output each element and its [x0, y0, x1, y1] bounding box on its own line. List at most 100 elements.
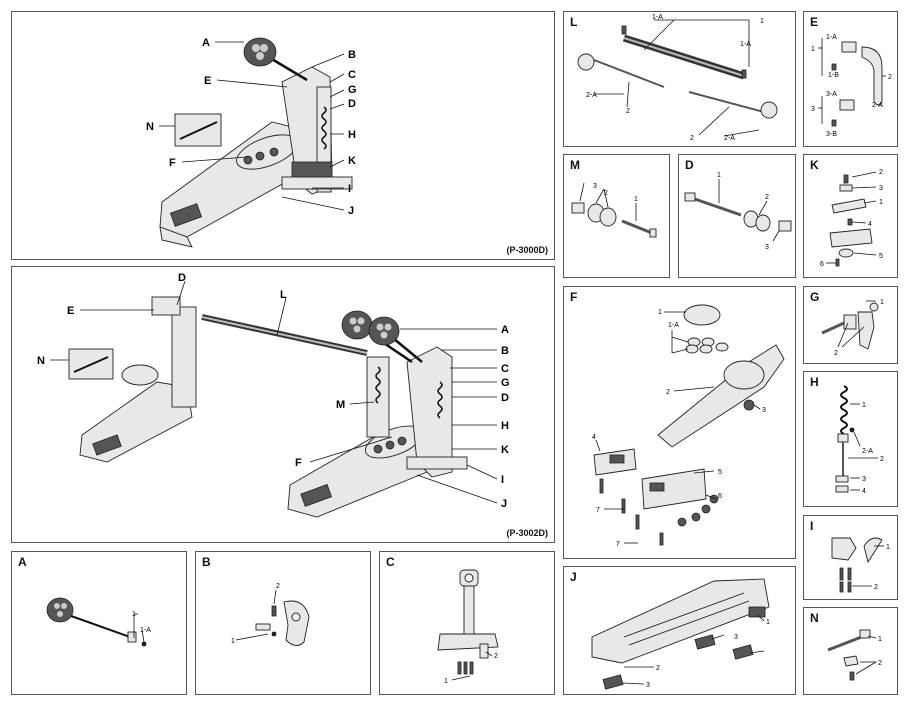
- part-3: 3: [811, 106, 815, 113]
- callout-B: B: [348, 49, 356, 61]
- part-6: 6: [820, 261, 824, 268]
- part-3-B: 3-B: [826, 131, 837, 138]
- callout-N: N: [146, 121, 154, 133]
- part-1: 1: [878, 636, 882, 643]
- detail-panel-A: A 1 1-A: [11, 551, 187, 695]
- panel-title: M: [570, 158, 580, 172]
- callout-D: D: [501, 392, 509, 404]
- callout-D-left: D: [178, 272, 186, 284]
- part-1: 1: [634, 196, 638, 203]
- part-5: 5: [718, 469, 722, 476]
- detail-panel-D: D 1 2 3: [678, 154, 796, 278]
- callout-B: B: [501, 345, 509, 357]
- part-1: 1: [132, 611, 136, 618]
- panel-title: J: [570, 570, 577, 584]
- panel-title: L: [570, 15, 578, 29]
- callout-F: F: [169, 157, 176, 169]
- part-1: 1: [231, 638, 235, 645]
- part-3: 3: [862, 476, 866, 483]
- detail-panel-J: J 1 3 2 3: [563, 566, 796, 695]
- part-1: 1: [811, 46, 815, 53]
- callout-L: L: [280, 289, 287, 301]
- callout-G: G: [348, 84, 357, 96]
- part-4: 4: [868, 221, 872, 228]
- callout-C: C: [501, 363, 509, 375]
- part-3: 3: [762, 407, 766, 414]
- callout-M: M: [336, 399, 345, 411]
- panel-title: K: [810, 158, 819, 172]
- detail-panel-G: G 1 2: [803, 286, 898, 364]
- detail-panel-H: H 1 2-A 2 3 4: [803, 371, 898, 507]
- part-2-A-lower: 2-A: [724, 135, 735, 142]
- part-2: 2: [626, 108, 630, 115]
- callout-G: G: [501, 377, 510, 389]
- part-2-A: 2-A: [586, 92, 597, 99]
- part-3-A: 3-A: [826, 91, 837, 98]
- part-3: 3: [593, 183, 597, 190]
- part-1-A: 1-A: [668, 322, 679, 329]
- panel-title: H: [810, 375, 819, 389]
- double-pedal-panel: D E L N A B C G M D H F K I J (P-3002D): [11, 266, 555, 543]
- part-1: 1: [886, 544, 890, 551]
- part-1: 1: [766, 619, 770, 626]
- part-1-A: 1-A: [826, 34, 837, 41]
- part-2-A: 2-A: [862, 448, 873, 455]
- part-2-lower: 2: [690, 135, 694, 142]
- panel-title: I: [810, 519, 814, 533]
- part-2: 2: [879, 169, 883, 176]
- panel-title: F: [570, 290, 578, 304]
- panel-title: C: [386, 555, 395, 569]
- panel-title: D: [685, 158, 694, 172]
- detail-panel-M: M 3 2 1: [563, 154, 670, 278]
- detail-panel-B: B 2 1: [195, 551, 371, 695]
- callout-D: D: [348, 98, 356, 110]
- part-4: 4: [862, 488, 866, 495]
- part-1: 1: [658, 309, 662, 316]
- callout-A: A: [501, 324, 509, 336]
- single-pedal-diagram: A B E C G D N H F K I J: [146, 37, 357, 248]
- part-2: 2: [888, 74, 892, 81]
- model-label: (P-3002D): [506, 528, 548, 538]
- callout-A: A: [202, 37, 210, 49]
- part-1-B: 1-B: [828, 72, 839, 79]
- part-2: 2: [874, 584, 878, 591]
- callout-E: E: [67, 305, 74, 317]
- panel-title: N: [810, 611, 819, 625]
- detail-panel-L: L 1-A 1 1-A 2-A 2 2 2-A: [563, 11, 796, 147]
- callout-J: J: [348, 205, 354, 217]
- part-3-lower: 3: [646, 682, 650, 689]
- part-7: 7: [596, 507, 600, 514]
- part-2: 2: [604, 190, 608, 197]
- part-6: 6: [718, 493, 722, 500]
- part-4: 4: [592, 434, 596, 441]
- callout-J: J: [501, 498, 507, 510]
- callout-C: C: [348, 69, 356, 81]
- detail-panel-E: E 1-A 1 1-B 2 2-A 3-A 3 3-B: [803, 11, 898, 147]
- part-2: 2: [656, 665, 660, 672]
- panel-title: A: [18, 555, 27, 569]
- part-3: 3: [765, 244, 769, 251]
- callout-E: E: [204, 75, 211, 87]
- part-2: 2: [834, 350, 838, 357]
- part-1: 1: [879, 199, 883, 206]
- part-1: 1: [880, 299, 884, 306]
- callout-K: K: [501, 444, 509, 456]
- part-5: 5: [879, 253, 883, 260]
- panel-title: E: [810, 15, 819, 29]
- callout-F: F: [295, 457, 302, 469]
- part-2: 2: [276, 583, 280, 590]
- part-1-A-right: 1-A: [740, 41, 751, 48]
- callout-N: N: [37, 355, 45, 367]
- part-7-lower: 7: [616, 541, 620, 548]
- part-1: 1: [760, 18, 764, 25]
- part-2: 2: [878, 660, 882, 667]
- callout-H: H: [348, 129, 356, 141]
- callout-I: I: [501, 474, 504, 486]
- part-2: 2: [666, 389, 670, 396]
- model-label: (P-3000D): [506, 245, 548, 255]
- callout-I: I: [348, 183, 351, 195]
- panel-title: G: [810, 290, 820, 304]
- part-1: 1: [862, 402, 866, 409]
- detail-panel-N: N 1 2: [803, 607, 898, 695]
- detail-panel-F: F 1 1-A 2 3 4: [563, 286, 796, 559]
